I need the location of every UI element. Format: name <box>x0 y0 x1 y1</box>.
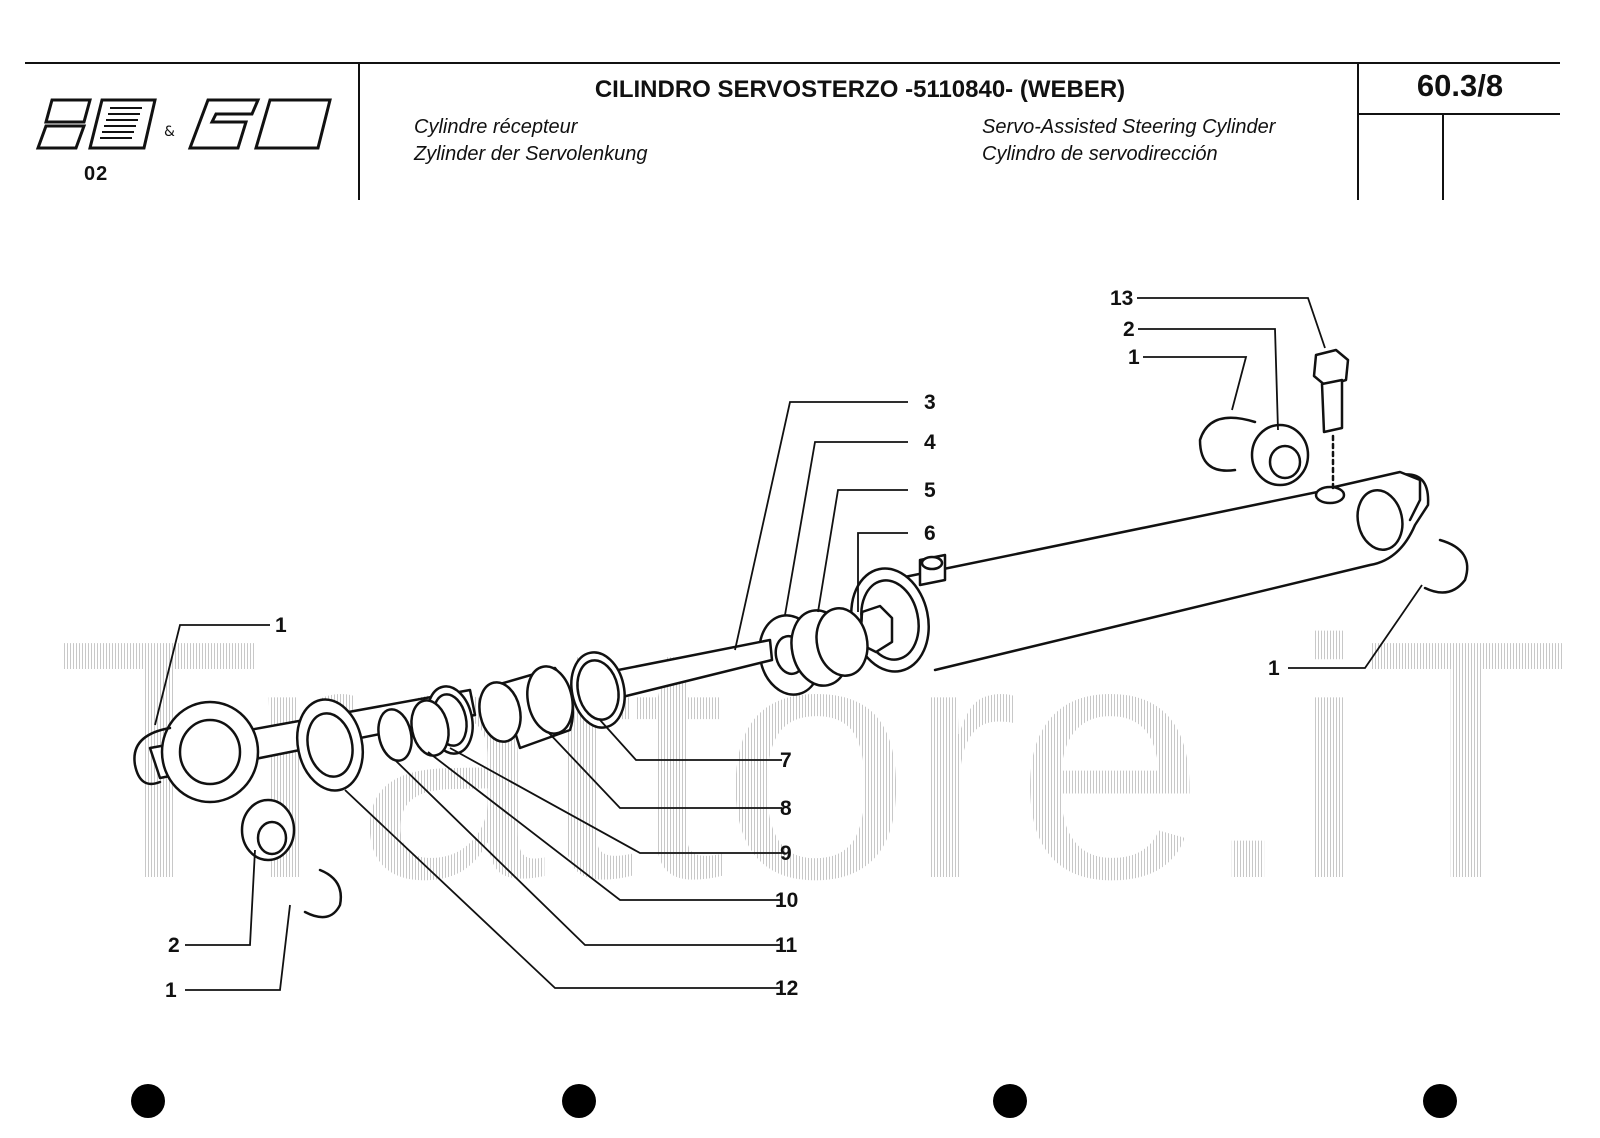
logo-code: 02 <box>84 163 109 185</box>
snap-ring-right <box>1423 538 1469 594</box>
callout-10: 10 <box>775 889 799 912</box>
page-box-rule <box>1357 113 1560 115</box>
callout-6: 6 <box>924 522 936 545</box>
callout-4: 4 <box>924 431 936 454</box>
binder-hole-1 <box>131 1084 165 1118</box>
header-top-rule <box>25 62 1560 64</box>
snap-ring-left <box>133 726 172 786</box>
piston <box>377 651 626 762</box>
callout-1-left: 1 <box>275 614 287 637</box>
subtitle-german: Zylinder der Servolenkung <box>414 143 648 165</box>
callout-8: 8 <box>780 797 792 820</box>
header-divider-right <box>1357 62 1359 200</box>
callout-7: 7 <box>780 749 792 772</box>
tractor-series-logo: & <box>35 98 332 150</box>
bush-top <box>1250 423 1310 487</box>
callout-5: 5 <box>924 479 936 502</box>
callout-11: 11 <box>775 934 798 957</box>
page-box-divider <box>1442 113 1444 200</box>
callout-1-top: 1 <box>1128 346 1140 369</box>
subtitle-english: Servo-Assisted Steering Cylinder <box>982 116 1276 138</box>
subtitle-french: Cylindre récepteur <box>414 116 578 138</box>
callout-2-bottom: 2 <box>168 934 180 957</box>
binder-hole-2 <box>562 1084 596 1118</box>
cylinder-barrel <box>850 470 1430 673</box>
callout-3: 3 <box>924 391 936 414</box>
callout-13: 13 <box>1110 287 1134 310</box>
header-divider-left <box>358 62 360 200</box>
callout-9: 9 <box>780 842 792 865</box>
rod-eye <box>160 700 260 804</box>
callout-1-right: 1 <box>1268 657 1280 680</box>
banjo-bolt <box>1312 348 1350 434</box>
subtitle-spanish: Cylindro de servodirección <box>982 143 1218 165</box>
callout-12: 12 <box>775 977 799 1000</box>
bush-bottom <box>240 798 296 862</box>
snap-ring-top <box>1198 416 1257 472</box>
callout-2-top: 2 <box>1123 318 1135 341</box>
svg-text:&: & <box>164 124 175 140</box>
leader-lines <box>154 297 1423 991</box>
rod-gland <box>296 698 364 792</box>
page-number: 60.3/8 <box>1416 68 1504 103</box>
snap-ring-bottom <box>303 868 343 919</box>
binder-hole-4 <box>1423 1084 1457 1118</box>
binder-hole-3 <box>993 1084 1027 1118</box>
callout-1-bottom: 1 <box>165 979 177 1002</box>
page-title: CILINDRO SERVOSTERZO -5110840- (WEBER) <box>594 76 1126 103</box>
